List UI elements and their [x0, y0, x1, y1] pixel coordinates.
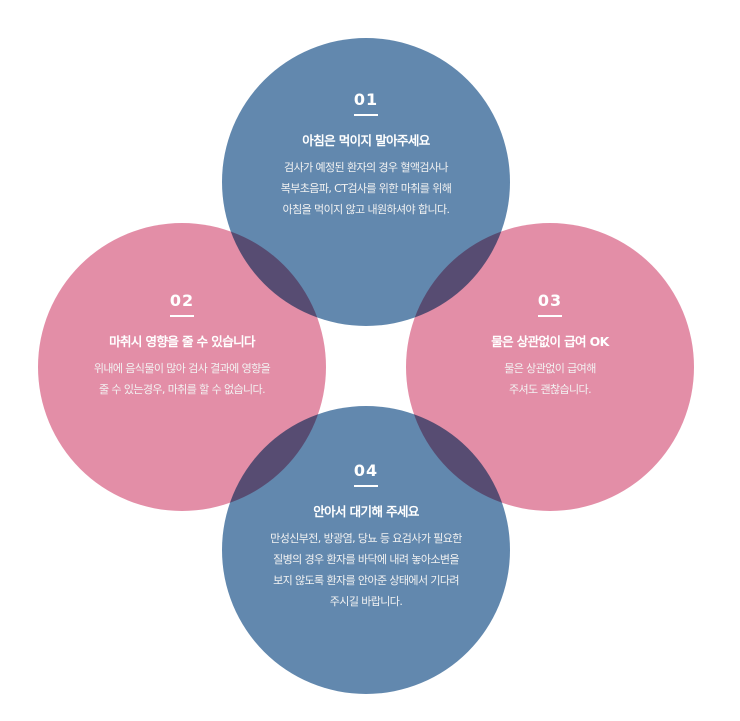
- step-2-title: 마취시 영향을 줄 수 있습니다: [109, 334, 255, 349]
- step-3-content: 03 물은 상관없이 급여 OK 물은 상관없이 급여해 주셔도 괜찮습니다.: [406, 291, 694, 400]
- step-1-description: 검사가 예정된 환자의 경우 혈액검사나 복부초음파, CT검사를 위한 마취를…: [222, 157, 510, 220]
- step-4-line: 질병의 경우 환자를 바닥에 내려 놓아소변을: [273, 553, 459, 566]
- step-2-line: 위내에 음식물이 많아 검사 결과에 영향을: [93, 362, 271, 375]
- step-3-line: 주셔도 괜찮습니다.: [509, 383, 592, 396]
- step-2-content: 02 마취시 영향을 줄 수 있습니다 위내에 음식물이 많아 검사 결과에 영…: [38, 291, 326, 400]
- step-4-line: 주시길 바랍니다.: [329, 595, 403, 608]
- step-1-line: 검사가 예정된 환자의 경우 혈액검사나: [284, 161, 449, 174]
- step-4-title: 안아서 대기해 주세요: [313, 504, 419, 519]
- step-2-line: 줄 수 있는경우, 마취를 할 수 없습니다.: [99, 383, 266, 396]
- step-1-title: 아침은 먹이지 말아주세요: [302, 133, 430, 148]
- step-1-line: 아침을 먹이지 않고 내원하셔야 합니다.: [282, 203, 450, 216]
- step-2-number: 02: [169, 292, 195, 317]
- step-1-number: 01: [353, 91, 379, 116]
- step-3-number: 03: [537, 292, 563, 317]
- step-1-line: 복부초음파, CT검사를 위한 마취를 위해: [280, 182, 452, 195]
- step-4-line: 보지 않도록 환자를 안아준 상태에서 기다려: [273, 574, 459, 587]
- step-1-content: 01 아침은 먹이지 말아주세요 검사가 예정된 환자의 경우 혈액검사나 복부…: [222, 90, 510, 220]
- step-4-content: 04 안아서 대기해 주세요 만성신부전, 방광염, 당뇨 등 요검사가 필요한…: [222, 461, 510, 612]
- step-2-description: 위내에 음식물이 많아 검사 결과에 영향을 줄 수 있는경우, 마취를 할 수…: [38, 358, 326, 400]
- step-3-title: 물은 상관없이 급여 OK: [491, 334, 609, 349]
- step-4-line: 만성신부전, 방광염, 당뇨 등 요검사가 필요한: [270, 532, 462, 545]
- step-3-line: 물은 상관없이 급여해: [504, 362, 596, 375]
- step-3-description: 물은 상관없이 급여해 주셔도 괜찮습니다.: [406, 358, 694, 400]
- step-4-number: 04: [353, 462, 379, 487]
- circle-step-4: [222, 406, 510, 694]
- step-4-description: 만성신부전, 방광염, 당뇨 등 요검사가 필요한 질병의 경우 환자를 바닥에…: [222, 528, 510, 612]
